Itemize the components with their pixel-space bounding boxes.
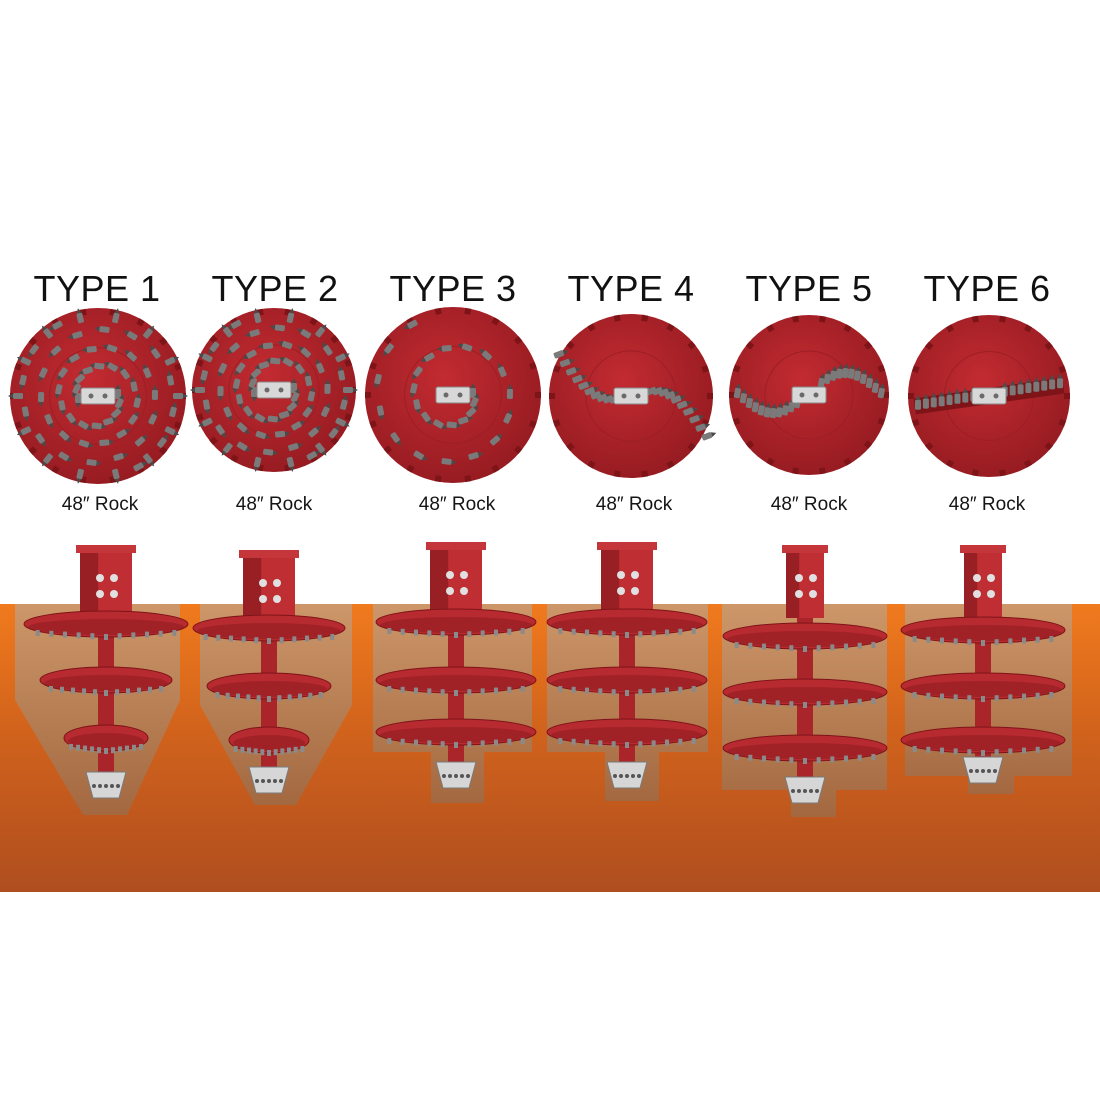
type-5-size-label: 48″ Rock	[770, 494, 848, 515]
type-2-title: TYPE 2	[211, 268, 339, 309]
type-3-title: TYPE 3	[389, 268, 517, 309]
type-5-title: TYPE 5	[745, 268, 873, 309]
type-1-title: TYPE 1	[33, 268, 161, 309]
type-6-size-label: 48″ Rock	[948, 494, 1026, 515]
type-2-auger	[192, 550, 346, 794]
type-1-cutting-head	[8, 308, 188, 484]
cutting-head-views	[8, 307, 1070, 484]
type-5-cutting-head	[729, 315, 889, 475]
type-1-size-label: 48″ Rock	[61, 494, 139, 515]
type-5-auger	[722, 545, 888, 804]
auger-side-views	[23, 542, 1066, 804]
type-6-auger	[900, 545, 1066, 784]
type-4-auger	[546, 542, 708, 789]
type-1-hole	[15, 604, 180, 815]
type-6-title: TYPE 6	[923, 268, 1051, 309]
type-3-size-label: 48″ Rock	[418, 494, 496, 515]
type-4-title: TYPE 4	[567, 268, 695, 309]
type-2-size-label: 48″ Rock	[235, 494, 313, 515]
type-2-cutting-head	[190, 308, 358, 472]
type-3-auger	[375, 542, 537, 789]
type-6-cutting-head	[908, 315, 1070, 477]
type-1-auger	[23, 545, 189, 799]
type-4-size-label: 48″ Rock	[595, 494, 673, 515]
type-3-cutting-head	[365, 307, 541, 483]
type-4-cutting-head	[549, 314, 717, 478]
